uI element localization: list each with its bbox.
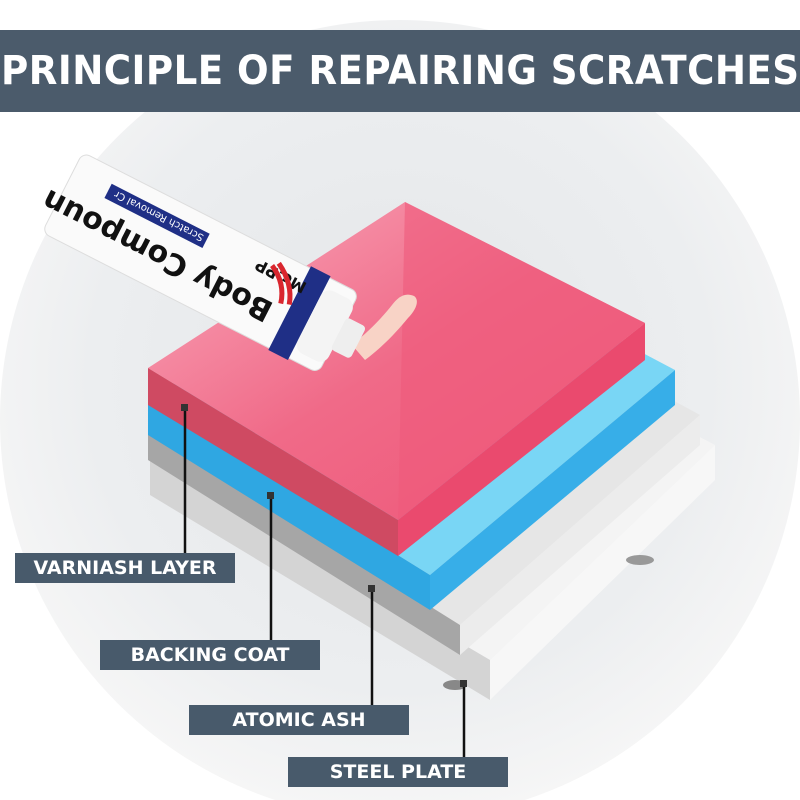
label-backing-coat: BACKING COAT xyxy=(100,640,320,670)
brand-logo-icon xyxy=(270,261,293,305)
varnish-layer xyxy=(148,202,645,556)
leader-lines xyxy=(183,408,466,757)
label-steel-plate: STEEL PLATE xyxy=(288,757,508,787)
label-atomic-ash: ATOMIC ASH xyxy=(189,705,409,735)
label-varnish-layer: VARNIASH LAYER xyxy=(15,553,235,583)
compound-paste xyxy=(352,294,417,360)
page-title: PRINCIPLE OF REPAIRING SCRATCHES xyxy=(0,48,800,94)
title-banner: PRINCIPLE OF REPAIRING SCRATCHES xyxy=(0,30,800,112)
